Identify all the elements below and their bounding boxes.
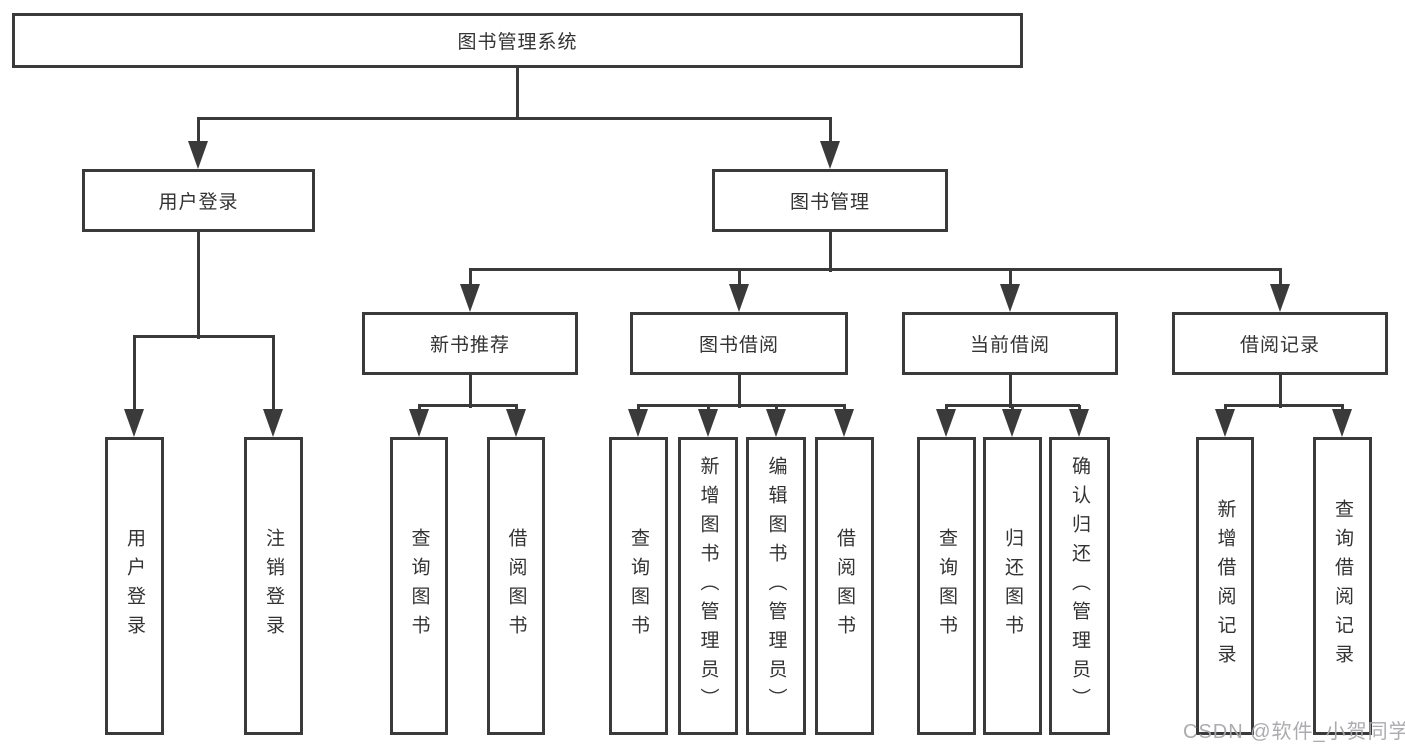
arrow-head-icon [820,141,840,169]
arrow-head-icon [506,409,526,437]
connector-rail [417,403,518,407]
connector-rail [196,116,832,120]
connector-stem [1278,375,1282,408]
connector-stem [196,232,200,339]
node-user-login-leaf-label: 用户登录 [124,528,145,644]
node-book-management-label: 图书管理 [789,192,870,213]
connector-rail [468,267,1282,271]
node-query-borrow-record-label: 查询借阅记录 [1332,499,1353,673]
node-borrow-books-leaf-label: 借阅图书 [834,528,855,644]
connector-drop [196,118,200,149]
arrow-head-icon [766,409,786,437]
node-logout-label: 注销登录 [263,528,284,644]
node-query-books-borrow: 查询图书 [609,437,668,735]
node-query-books-borrow-label: 查询图书 [628,528,649,644]
node-new-book-recommend-label: 新书推荐 [429,335,510,356]
arrow-head-icon [628,409,648,437]
node-current-borrow: 当前借阅 [902,312,1118,375]
connector-drop [1278,269,1282,292]
node-confirm-return-admin-label: 确认归还（管理员） [1069,455,1090,717]
node-borrow-records: 借阅记录 [1172,312,1388,375]
node-user-login: 用户登录 [82,169,315,232]
node-logout: 注销登录 [244,437,303,735]
node-edit-book-admin-label: 编辑图书（管理员） [765,455,787,717]
connector-stem [515,68,519,120]
arrow-head-icon [1000,284,1020,312]
node-library-system-label: 图书管理系统 [457,32,578,53]
arrow-head-icon [124,409,144,437]
node-add-borrow-record-label: 新增借阅记录 [1214,499,1236,673]
node-query-books-recommend-label: 查询图书 [408,528,430,644]
connector-stem [468,375,472,408]
node-borrow-books-recommend-label: 借阅图书 [505,528,527,644]
node-add-book-admin-label: 新增图书（管理员） [697,455,719,717]
connector-rail [1223,403,1344,407]
node-book-borrow-label: 图书借阅 [698,335,779,356]
node-confirm-return-admin: 确认归还（管理员） [1049,437,1110,735]
arrow-head-icon [263,409,283,437]
node-query-books-recommend: 查询图书 [390,437,448,735]
connector-rail [132,334,275,338]
connector-drop [132,336,136,417]
node-borrow-books-leaf: 借阅图书 [815,437,874,735]
connector-drop [271,336,275,417]
connector-rail [636,403,846,407]
node-user-login-label: 用户登录 [158,192,239,213]
connector-drop [737,269,741,292]
node-add-borrow-record: 新增借阅记录 [1196,437,1254,735]
node-query-books-current-label: 查询图书 [936,528,957,644]
arrow-head-icon [460,284,480,312]
arrow-head-icon [936,409,956,437]
node-borrow-books-recommend: 借阅图书 [487,437,545,735]
node-edit-book-admin: 编辑图书（管理员） [746,437,806,735]
arrow-head-icon [1069,409,1089,437]
node-user-login-leaf: 用户登录 [105,437,164,735]
connector-drop [468,269,472,292]
node-book-management: 图书管理 [712,169,948,232]
connector-drop [828,118,832,149]
node-current-borrow-label: 当前借阅 [969,335,1050,356]
node-book-borrow: 图书借阅 [630,312,848,375]
arrow-head-icon [1270,284,1290,312]
node-query-borrow-record: 查询借阅记录 [1313,437,1372,735]
arrow-head-icon [834,409,854,437]
node-new-book-recommend: 新书推荐 [362,312,578,375]
arrow-head-icon [188,141,208,169]
connector-stem [1008,375,1012,408]
node-add-book-admin: 新增图书（管理员） [678,437,738,735]
connector-drop [1008,269,1012,292]
arrow-head-icon [1002,409,1022,437]
node-library-system: 图书管理系统 [12,13,1023,68]
node-borrow-records-label: 借阅记录 [1239,335,1320,356]
node-query-books-current: 查询图书 [917,437,976,735]
arrow-head-icon [409,409,429,437]
arrow-head-icon [1215,409,1235,437]
node-return-books-label: 归还图书 [1002,528,1023,644]
connector-stem [828,232,832,272]
connector-stem [737,375,741,408]
arrow-head-icon [1332,409,1352,437]
watermark: CSDN @软件_小贺同学 [1183,721,1405,743]
arrow-head-icon [729,284,749,312]
node-return-books: 归还图书 [983,437,1042,735]
arrow-head-icon [698,409,718,437]
